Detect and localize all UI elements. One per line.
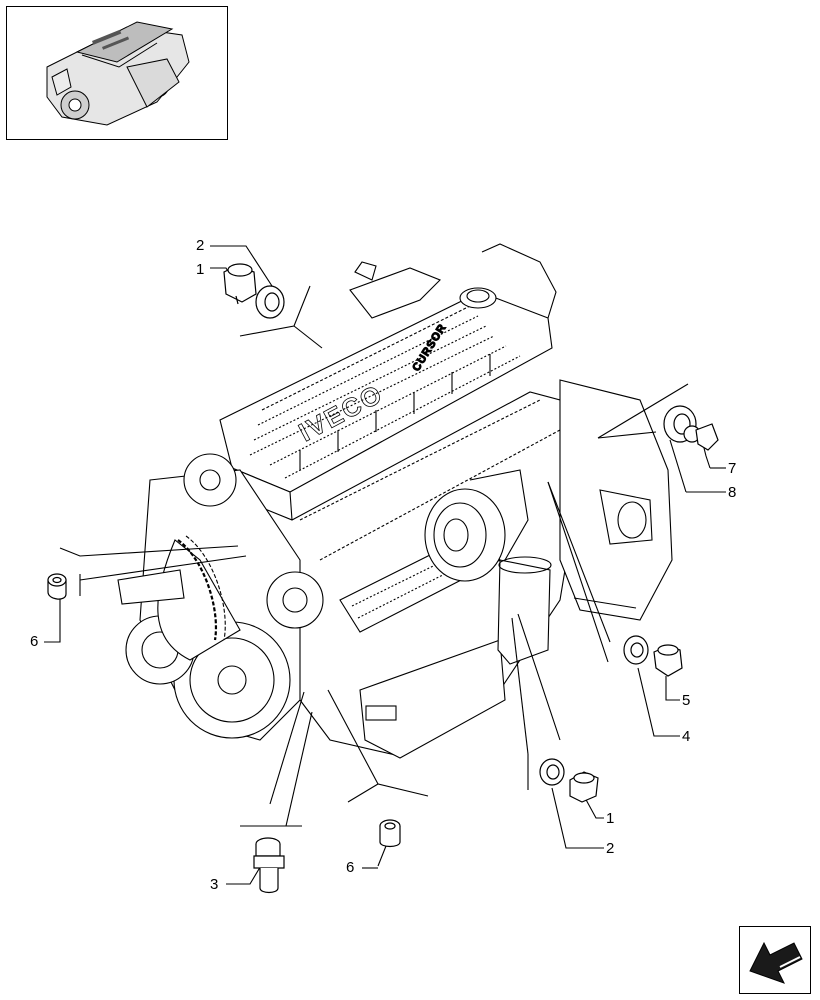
plug-part-right[interactable]	[683, 423, 719, 451]
callout-6-bottom: 6	[346, 859, 354, 876]
leader-lines	[44, 245, 726, 885]
engine-thumbnail-icon	[46, 21, 190, 126]
callout-2-bottom: 2	[606, 840, 614, 857]
plug-part-middle[interactable]	[653, 644, 683, 677]
cap-part-bottom[interactable]	[379, 819, 401, 848]
flywheel-housing	[559, 379, 673, 621]
callout-1-bottom: 1	[606, 810, 614, 827]
engine-thumbnail[interactable]	[6, 6, 228, 140]
union-fitting-part[interactable]	[253, 837, 285, 894]
rocker-cover: IVECO CURSOR	[219, 287, 553, 521]
next-page-button[interactable]	[739, 926, 811, 994]
cap-part-left[interactable]	[47, 573, 67, 600]
parts	[47, 263, 719, 894]
callout-4: 4	[682, 728, 690, 745]
callout-5: 5	[682, 692, 690, 709]
washer-part-top[interactable]	[255, 285, 285, 319]
washer-part-middle[interactable]	[623, 635, 649, 665]
turbocharger	[424, 469, 529, 582]
callout-3: 3	[210, 876, 218, 893]
callout-1-top: 1	[196, 261, 204, 278]
next-page-arrow-icon	[749, 941, 803, 984]
callout-7: 7	[728, 460, 736, 477]
plug-part-bottom[interactable]	[569, 771, 599, 803]
callout-labels: 2 1 7 8 6 5 4 1 2 3 6	[30, 237, 736, 893]
front-pulleys	[117, 453, 324, 741]
engine-drawing: IVECO CURSOR	[117, 243, 673, 759]
plug-part-top[interactable]	[223, 263, 257, 305]
washer-part-bottom[interactable]	[539, 758, 565, 786]
callout-2-top: 2	[196, 237, 204, 254]
callout-8: 8	[728, 484, 736, 501]
callout-6-left: 6	[30, 633, 38, 650]
